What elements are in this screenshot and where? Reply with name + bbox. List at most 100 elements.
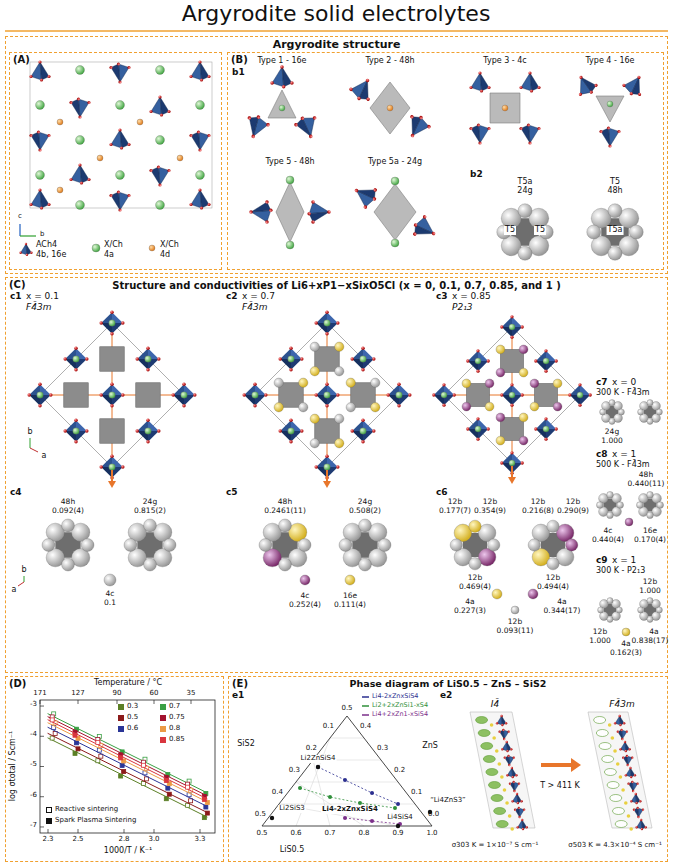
tetrahedron [500,315,524,339]
label: 4a [104,251,114,260]
illustration-part [38,188,41,191]
illustration-part [476,370,479,373]
illustration-part [251,210,271,222]
tetrahedron [347,73,379,105]
illustration-part [609,128,620,146]
tetrahedron [466,349,490,373]
data-marker [50,718,54,722]
tetrahedron [29,130,50,151]
tetrahedron [635,819,646,830]
atom-sphere [181,392,187,398]
illustration-part [511,767,513,769]
illustration-part [444,327,580,463]
illustration-part [627,814,631,818]
illustration-part [119,192,130,210]
illustration-part [422,215,427,220]
illustration-part [280,65,284,69]
label: σ503 K = 4.3×10⁻⁴ S cm⁻¹ [568,842,661,850]
atom-sphere [116,101,125,110]
illustration-part [397,404,400,407]
illustration-part [343,778,347,782]
illustration-part [505,801,509,805]
atom-sphere [485,402,494,411]
illustration-part [625,750,627,752]
illustration-part [30,62,212,208]
label: b [27,428,32,437]
legend-sample [46,807,52,813]
illustration-part [501,724,503,726]
illustration-part [521,393,524,396]
label: 0.4 [360,723,371,731]
illustration-part [294,122,299,127]
illustration-part [487,359,490,362]
illustration-part [599,743,611,750]
illustration-part [191,190,202,208]
illustration-part [386,393,389,396]
legend-entry: 0.7 [160,703,180,711]
tetrahedron [517,819,528,830]
plot-frame [40,700,215,833]
illustration-part [108,481,116,488]
illustration-part [442,383,445,386]
illustration-part [529,125,540,143]
illustration-part [189,134,192,137]
label: 0.170(4) [634,536,666,544]
illustration-part [510,827,514,831]
tetrahedron [627,781,638,792]
panel-box: (D) [5,676,224,862]
illustration-part [509,783,511,785]
illustration-part [544,417,547,420]
illustration-part [530,89,533,92]
atom-sphere [577,392,583,398]
illustration-part [528,141,531,144]
tetrahedron [27,382,52,407]
atom-sphere [656,409,662,415]
illustration-part [521,73,532,91]
label: 24g [143,498,157,506]
illustration-part [624,801,628,805]
illustration-part [362,714,369,716]
label: 2.3 [42,836,53,844]
atom-sphere [124,539,137,552]
tetrahedron [135,418,160,443]
label: LiS0.5 [280,846,304,855]
atom-sphere [288,356,294,362]
illustration-part [628,748,630,750]
illustration-part [502,729,504,731]
atom-sphere [469,558,481,570]
atom-sphere [528,589,538,599]
label: Li2ZnSiS4 [300,755,337,763]
illustration-part [627,764,629,766]
illustration-part [578,404,581,407]
atom-sphere [335,439,344,448]
tetrahedron [496,715,507,726]
illustration-part [207,75,210,78]
tetrahedron [135,346,160,371]
illustration-part [25,243,27,245]
label: 4c [106,590,115,598]
illustration-part [40,323,184,467]
illustration-part [544,438,547,441]
illustration-part [479,125,490,143]
illustration-part [296,782,398,783]
atom-sphere [530,402,539,411]
illustration-part [630,800,632,802]
illustration-part [408,393,411,396]
illustration-part [255,323,399,467]
illustration-part [478,141,481,144]
label: c [18,213,22,221]
atom-sphere [109,464,115,470]
tetrahedron [350,346,375,371]
label: b [40,231,44,239]
illustration-part [508,477,516,484]
illustration-part [505,722,507,724]
label: P2₁3 [452,303,473,313]
illustration-part [578,383,581,386]
illustration-part [511,800,513,802]
illustration-part [521,819,523,821]
label: 4a [649,628,658,636]
label: -4 [30,731,37,739]
atom-sphere [76,66,85,75]
label: 0.3 [289,767,300,775]
label: 12b [546,574,560,582]
